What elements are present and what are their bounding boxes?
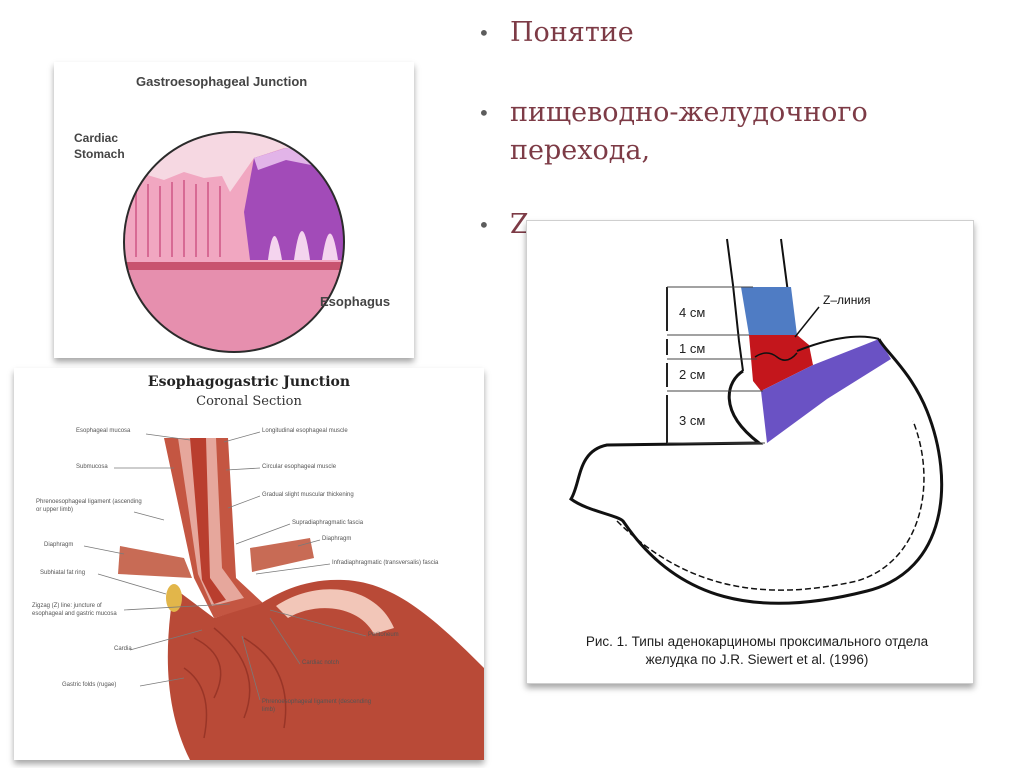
label-phrenoesophageal-ascending: Phrenoesophageal ligament (ascending or …	[36, 499, 142, 513]
label-supradiaphragmatic-fascia: Supradiaphragmatic fascia	[292, 520, 364, 526]
histology-figure: Gastroesophageal Junction Cardiac Stomac…	[54, 62, 414, 358]
z-line-label: Z–линия	[823, 293, 871, 307]
label-esophagus: Esophagus	[320, 294, 391, 309]
label-circular-muscle: Circular esophageal muscle	[262, 464, 337, 470]
segment-2cm: 2 см	[679, 367, 706, 382]
label-esophageal-mucosa: Esophageal mucosa	[76, 428, 131, 434]
bullet-dot: •	[478, 213, 490, 237]
figure-caption: Рис. 1. Типы аденокарциномы проксимально…	[585, 634, 929, 667]
label-cardiac-notch: Cardiac notch	[302, 660, 340, 666]
label-peritoneum: Peritoneum	[368, 632, 399, 638]
zone-blue	[741, 287, 797, 335]
zone-red	[749, 335, 813, 391]
segment-4cm: 4 см	[679, 305, 706, 320]
label-longitudinal-muscle: Longitudinal esophageal muscle	[262, 428, 348, 434]
stomach-diagram	[568, 238, 944, 605]
label-diaphragm-left: Diaphragm	[44, 542, 74, 548]
segment-1cm: 1 см	[679, 341, 706, 356]
siewert-figure: Z–линия 4 см 1 см 2 см 3 см Рис. 1. Типы…	[526, 220, 974, 684]
anatomy-title: Esophagogastric Junction	[147, 374, 351, 390]
zone-purple	[761, 339, 891, 443]
label-cardia: Cardia	[114, 646, 132, 652]
segment-3cm: 3 см	[679, 413, 706, 428]
bullet-item: • Z	[478, 206, 529, 244]
bullet-dot: •	[478, 101, 490, 125]
label-phrenoesophageal-descending: Phrenoesophageal ligament (descending li…	[262, 699, 372, 713]
label-diaphragm-right: Diaphragm	[322, 536, 352, 542]
label-z-line: Zigzag (Z) line: juncture of esophageal …	[32, 603, 117, 617]
anatomy-illustration	[83, 431, 484, 760]
bullet-item: • Понятие	[478, 14, 634, 52]
label-subhiatal-fat-ring: Subhiatal fat ring	[40, 570, 86, 576]
label-submucosa: Submucosa	[76, 464, 108, 470]
bullet-item: • пищеводно-желудочного перехода,	[478, 94, 940, 170]
label-muscular-thickening: Gradual slight muscular thickening	[262, 492, 354, 498]
bullet-text: пищеводно-желудочного перехода,	[510, 97, 868, 166]
histology-illustration	[123, 131, 345, 353]
label-gastric-folds: Gastric folds (rugae)	[62, 682, 117, 688]
anatomy-subtitle: Coronal Section	[196, 394, 302, 409]
label-cardiac-stomach: Cardiac Stomach	[74, 131, 125, 161]
bullet-text: Z	[510, 209, 529, 240]
histology-title: Gastroesophageal Junction	[136, 74, 308, 89]
anatomy-figure: Esophagogastric Junction Coronal Section	[14, 368, 484, 760]
bullet-text: Понятие	[510, 17, 634, 48]
label-infradiaphragmatic-fascia: Infradiaphragmatic (transversalis) fasci…	[332, 560, 439, 566]
bullet-dot: •	[478, 21, 490, 45]
